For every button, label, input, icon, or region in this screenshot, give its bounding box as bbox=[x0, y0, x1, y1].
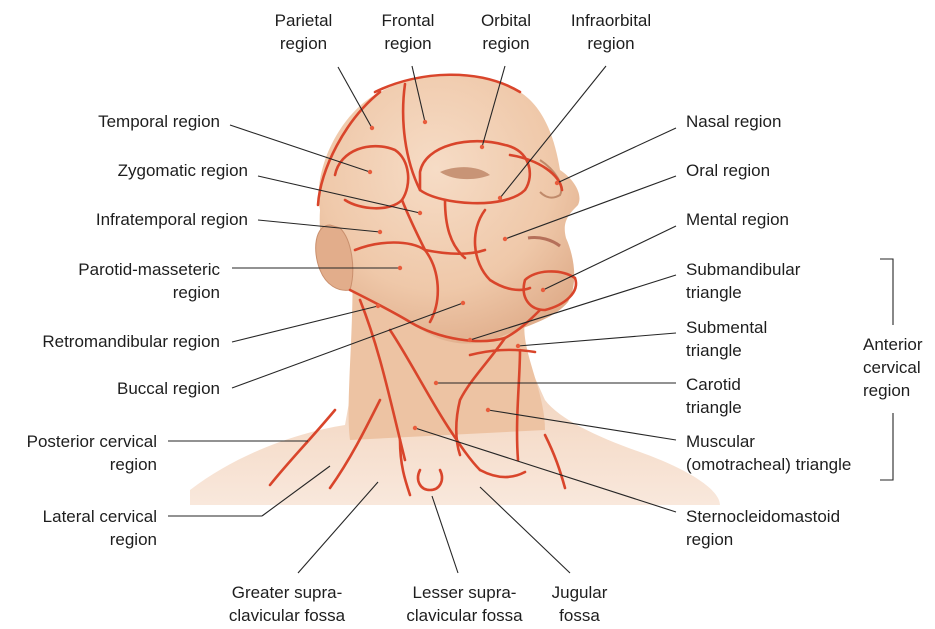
label-parotid-masseteric-region: Parotid-masseteric region bbox=[20, 258, 220, 304]
label-temporal-region: Temporal region bbox=[20, 110, 220, 133]
label-nasal-region: Nasal region bbox=[686, 110, 826, 133]
label-mental-region: Mental region bbox=[686, 208, 826, 231]
label-sternocleidomastoid-region: Sternocleidomastoid region bbox=[686, 505, 886, 551]
label-submental-triangle: Submental triangle bbox=[686, 316, 836, 362]
label-posterior-cervical-region: Posterior cervical region bbox=[0, 430, 157, 476]
label-anterior-cervical-region: Anterior cervical region bbox=[863, 333, 935, 402]
label-parietal-region: Parietal region bbox=[266, 9, 341, 55]
label-retromandibular-region: Retromandibular region bbox=[10, 330, 220, 353]
label-jugular-fossa: Jugular fossa bbox=[542, 581, 617, 627]
label-oral-region: Oral region bbox=[686, 159, 826, 182]
label-submandibular-triangle: Submandibular triangle bbox=[686, 258, 836, 304]
label-frontal-region: Frontal region bbox=[368, 9, 448, 55]
label-buccal-region: Buccal region bbox=[20, 377, 220, 400]
label-zygomatic-region: Zygomatic region bbox=[20, 159, 248, 182]
label-lateral-cervical-region: Lateral cervical region bbox=[0, 505, 157, 551]
label-lesser-supraclavicular-fossa: Lesser supra- clavicular fossa bbox=[392, 581, 537, 627]
label-greater-supraclavicular-fossa: Greater supra- clavicular fossa bbox=[212, 581, 362, 627]
label-infratemporal-region: Infratemporal region bbox=[10, 208, 248, 231]
label-orbital-region: Orbital region bbox=[466, 9, 546, 55]
label-carotid-triangle: Carotid triangle bbox=[686, 373, 836, 419]
label-infraorbital-region: Infraorbital region bbox=[566, 9, 656, 55]
label-muscular-omotracheal-triangle: Muscular (omotracheal) triangle bbox=[686, 430, 882, 476]
